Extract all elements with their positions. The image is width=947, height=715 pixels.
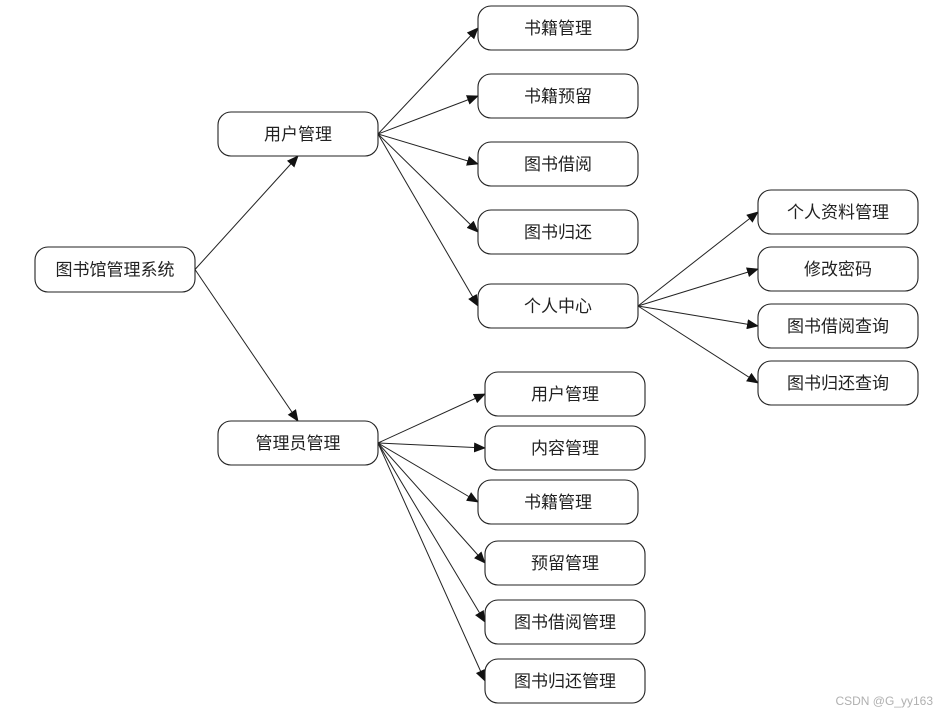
node-u-book-reserve: 书籍预留 [477, 73, 639, 119]
edge-admin-mgmt-to-a-reserve-mgmt [377, 442, 486, 564]
node-box [477, 73, 639, 119]
node-label: 图书借阅 [524, 155, 592, 175]
node-box [217, 420, 379, 466]
node-u-borrow: 图书借阅 [477, 141, 639, 187]
node-user-mgmt: 用户管理 [217, 111, 379, 157]
node-a-return-mgmt: 图书归还管理 [484, 658, 646, 704]
node-label: 修改密码 [804, 260, 872, 280]
node-pc-return-query: 图书归还查询 [757, 360, 919, 406]
node-a-borrow-mgmt: 图书借阅管理 [484, 599, 646, 645]
node-label: 图书借阅查询 [787, 317, 889, 337]
node-label: 个人中心 [524, 297, 592, 317]
node-pc-borrow-query: 图书借阅查询 [757, 303, 919, 349]
node-label: 用户管理 [531, 385, 599, 405]
edge-admin-mgmt-to-a-borrow-mgmt [377, 442, 486, 623]
node-label: 图书借阅管理 [514, 613, 616, 633]
node-admin-mgmt: 管理员管理 [217, 420, 379, 466]
node-box [477, 5, 639, 51]
node-box [757, 303, 919, 349]
node-label: 图书归还管理 [514, 672, 616, 692]
node-pc-password: 修改密码 [757, 246, 919, 292]
node-box [757, 246, 919, 292]
edge-admin-mgmt-to-a-content-mgmt [377, 442, 486, 453]
edge-admin-mgmt-to-a-return-mgmt [377, 442, 486, 682]
node-box [484, 371, 646, 417]
node-u-return: 图书归还 [477, 209, 639, 255]
node-box [477, 479, 639, 525]
node-a-user-mgmt: 用户管理 [484, 371, 646, 417]
node-a-reserve-mgmt: 预留管理 [484, 540, 646, 586]
node-box [34, 246, 196, 293]
node-box [757, 360, 919, 406]
node-box [757, 189, 919, 235]
node-label: 书籍管理 [524, 493, 592, 513]
node-label: 用户管理 [264, 125, 332, 145]
edge-u-personal-center-to-pc-profile [637, 211, 759, 307]
node-label: 内容管理 [531, 439, 599, 459]
node-label: 图书馆管理系统 [56, 261, 175, 281]
edge-root-to-user-mgmt [194, 155, 299, 270]
node-label: 预留管理 [531, 554, 599, 574]
node-box [477, 141, 639, 187]
node-box [217, 111, 379, 157]
edge-user-mgmt-to-u-book-reserve [377, 95, 479, 135]
node-a-book-mgmt: 书籍管理 [477, 479, 639, 525]
edge-user-mgmt-to-u-borrow [377, 133, 479, 166]
node-label: 书籍管理 [524, 19, 592, 39]
node-root: 图书馆管理系统 [34, 246, 196, 293]
edge-root-to-admin-mgmt [194, 269, 299, 422]
node-box [477, 283, 639, 329]
edge-u-personal-center-to-pc-password [637, 267, 759, 307]
node-a-content-mgmt: 内容管理 [484, 425, 646, 471]
node-u-personal-center: 个人中心 [477, 283, 639, 329]
edge-user-mgmt-to-u-return [377, 133, 479, 233]
node-pc-profile: 个人资料管理 [757, 189, 919, 235]
node-box [477, 209, 639, 255]
watermark: CSDN @G_yy163 [835, 694, 933, 708]
edge-admin-mgmt-to-a-book-mgmt [377, 442, 479, 503]
node-label: 图书归还 [524, 223, 592, 243]
node-box [484, 599, 646, 645]
node-label: 图书归还查询 [787, 374, 889, 394]
node-box [484, 425, 646, 471]
node-label: 管理员管理 [256, 434, 341, 454]
node-label: 书籍预留 [524, 87, 592, 107]
edge-u-personal-center-to-pc-return-query [637, 305, 759, 384]
edge-user-mgmt-to-u-personal-center [377, 133, 479, 307]
node-box [484, 658, 646, 704]
edge-admin-mgmt-to-a-user-mgmt [377, 393, 486, 444]
node-u-book-mgmt: 书籍管理 [477, 5, 639, 51]
node-box [484, 540, 646, 586]
edge-user-mgmt-to-u-book-mgmt [377, 27, 479, 135]
edge-u-personal-center-to-pc-borrow-query [637, 305, 759, 330]
node-label: 个人资料管理 [787, 203, 889, 223]
